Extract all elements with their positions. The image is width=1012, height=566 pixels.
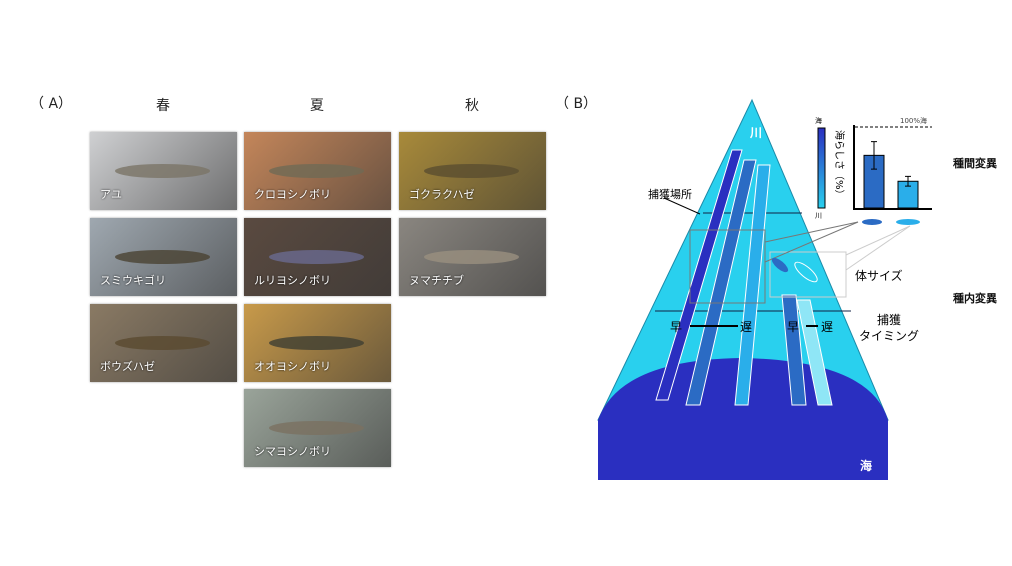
early-label: 早 [787,320,799,334]
migration-arrow [796,299,833,406]
pointer-line [663,197,701,215]
migration-arrow [655,149,743,401]
fish-photo: オオヨシノボリ [244,304,391,382]
capture-box [689,229,766,304]
fish-image [115,164,210,178]
reference-label: 100%海 [900,116,927,125]
fish-photo: スミウキゴリ [90,218,237,296]
season-autumn: 秋 [465,98,479,114]
panel-b-label: （ B） [555,96,598,112]
fish-photo: クロヨシノボリ [244,132,391,210]
pointer-line [845,225,911,271]
late-label: 遅 [821,320,833,334]
fish-image [269,336,364,350]
late-label: 遅 [740,320,752,334]
migration-arrow [734,164,771,406]
colorbar [817,127,826,209]
species-name: ヌマチチブ [409,274,464,287]
fish-image [424,164,519,178]
season-summer: 夏 [310,98,324,114]
fish-photo: ヌマチチブ [399,218,546,296]
species-name: スミウキゴリ [100,274,166,287]
panel-a-label: （ A） [30,96,73,112]
error-bar [871,141,877,170]
size-box [769,251,847,298]
fish-photo: アユ [90,132,237,210]
fish-image [269,164,364,178]
season-spring: 春 [156,98,170,114]
capture-timing-label: 捕獲 [877,312,901,327]
fish-photo: ルリヨシノボリ [244,218,391,296]
fish-image [269,250,364,264]
fish-photo: ゴクラクハゼ [399,132,546,210]
error-bar [905,175,911,187]
species-name: ルリヨシノボリ [254,274,331,287]
fish-photo: シマヨシノボリ [244,389,391,467]
interspecies-label: 種間変異 [953,157,997,170]
intraspecies-label: 種内変異 [953,292,997,305]
species-name: ゴクラクハゼ [409,188,475,201]
species-name: クロヨシノボリ [254,188,331,201]
species-name: ボウズハゼ [100,360,155,373]
river-label: 川 [749,126,762,140]
fish-image [115,250,210,264]
migration-arrow [685,159,757,406]
fish-icon [862,219,882,225]
early-label: 早 [670,320,682,334]
capture-site-label: 捕獲場所 [648,187,692,201]
pointer-line [845,225,911,256]
colorbar-bottom-label: 川 [815,212,822,220]
pointer-line [764,221,859,243]
fish-photo: ボウズハゼ [90,304,237,382]
capture-timing-label: タイミング [859,329,919,343]
pointer-line [764,221,859,263]
species-name: オオヨシノボリ [254,360,331,373]
fish-image [424,250,519,264]
body-size-label: 体サイズ [855,268,903,283]
fish-icon [794,261,818,283]
fish-icon [896,219,920,225]
sea-label: 海 [860,458,872,473]
migration-arrow [781,294,807,406]
fish-image [115,336,210,350]
species-name: シマヨシノボリ [254,445,331,458]
fish-image [269,421,364,435]
chart-axis [853,125,932,210]
species-name: アユ [100,188,122,201]
colorbar-top-label: 海 [815,116,822,125]
y-axis-label: 海らしさ（%） [833,130,846,200]
fish-icon [771,257,789,273]
